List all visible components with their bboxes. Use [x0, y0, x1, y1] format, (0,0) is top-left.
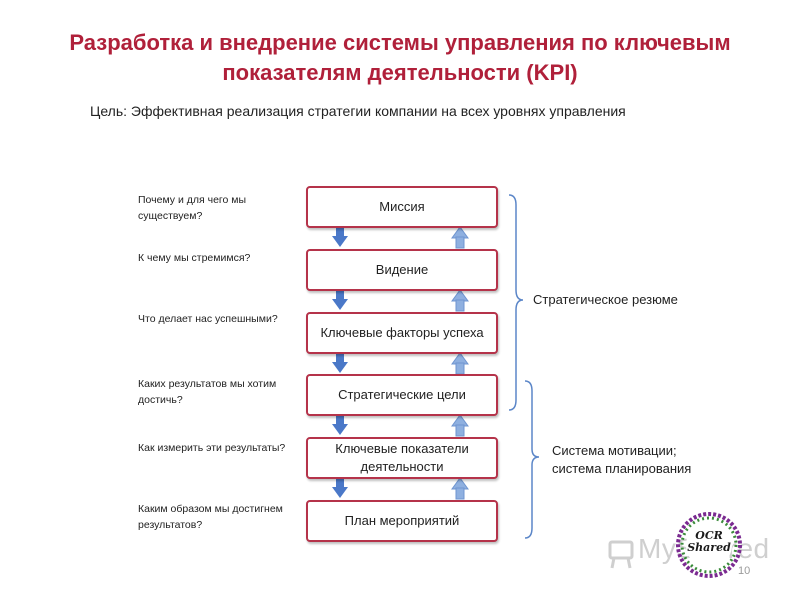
question-kpi: Как измерить эти результаты?: [138, 442, 286, 454]
level-label: Ключевые показатели деятельности: [335, 441, 469, 474]
arrow-down-icon: [332, 226, 348, 247]
motivation-planning-label: Система мотивации; система планирования: [552, 443, 692, 476]
strategic-summary-label: Стратегическое резюме: [533, 292, 678, 307]
question-action-plan: Каким образом мы достигнем результатов?: [138, 503, 283, 531]
level-kpi: Ключевые показатели деятельности: [306, 437, 498, 479]
level-action-plan: План мероприятий: [306, 500, 498, 542]
question-vision: К чему мы стремимся?: [138, 252, 251, 264]
question-mission: Почему и для чего мы существуем?: [138, 194, 247, 222]
level-strategic-goals: Стратегические цели: [306, 374, 498, 416]
arrow-up-icon: [451, 352, 469, 375]
question-success-factors: Что делает нас успешными?: [138, 313, 278, 325]
slide-title: Разработка и внедрение системы управлени…: [69, 30, 731, 85]
level-label: Стратегические цели: [338, 387, 466, 402]
ocr-badge-icon: [676, 512, 742, 578]
badge-line-1: OCR: [695, 529, 723, 542]
level-label: План мероприятий: [344, 513, 460, 528]
badge-label: OCR Shared: [686, 530, 732, 554]
arrow-down-icon: [332, 289, 348, 310]
strategic-bracket: [508, 194, 524, 411]
level-mission: Миссия: [306, 186, 498, 228]
arrow-up-icon: [451, 414, 469, 437]
level-label: Миссия: [379, 199, 425, 214]
question-strategic-goals: Каких результатов мы хотим достичь?: [138, 378, 277, 406]
badge-line-2: Shared: [687, 541, 731, 554]
page-number: 10: [738, 565, 751, 577]
level-label: Ключевые факторы успеха: [320, 325, 484, 340]
level-key-success-factors: Ключевые факторы успеха: [306, 312, 498, 354]
arrow-down-icon: [332, 414, 348, 435]
level-label: Видение: [375, 262, 429, 277]
motivation-bracket: [524, 380, 540, 539]
arrow-up-icon: [451, 477, 469, 500]
arrow-down-icon: [332, 477, 348, 498]
level-vision: Видение: [306, 249, 498, 291]
myshared-logo-icon: [608, 540, 634, 569]
goal-text: Цель: Эффективная реализация стратегии к…: [90, 103, 626, 119]
arrow-down-icon: [332, 352, 348, 373]
arrow-up-icon: [451, 226, 469, 249]
arrow-up-icon: [451, 289, 469, 312]
